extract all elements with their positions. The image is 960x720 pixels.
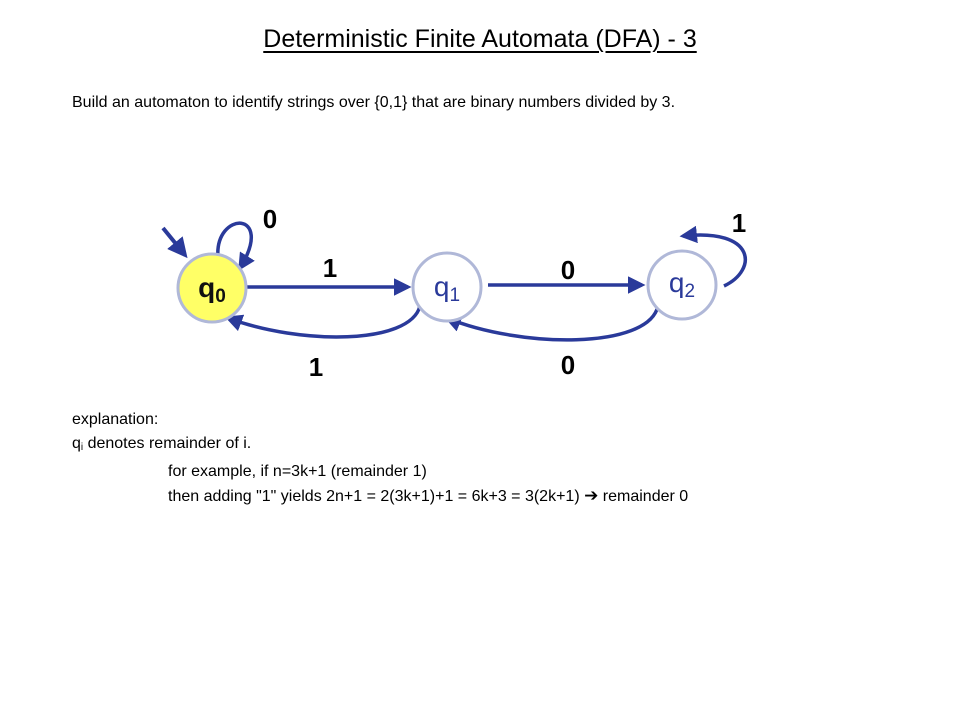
start-arrow	[161, 226, 188, 259]
state-q2-label: q2	[669, 267, 695, 302]
state-q1-label: q1	[434, 271, 460, 306]
explanation-line-3: then adding "1" yields 2n+1 = 2(3k+1)+1 …	[72, 484, 688, 509]
explanation-q: q	[72, 435, 81, 452]
transition-q1-q0	[224, 305, 422, 339]
state-q2: q2	[646, 249, 718, 321]
right-arrow-icon: ➔	[584, 486, 599, 505]
slide-title-text: Deterministic Finite Automata (DFA) - 3	[263, 25, 697, 53]
transition-q0-q0	[216, 221, 255, 271]
state-q2-circle	[646, 249, 718, 321]
edge-label-q2-q1: 0	[561, 350, 575, 380]
state-q1-circle	[411, 251, 483, 323]
edge-label-q1-q0: 1	[309, 352, 323, 382]
problem-statement: Build an automaton to identify strings o…	[72, 94, 676, 111]
explanation: explanation: qi denotes remainder of i. …	[72, 408, 688, 509]
edge-label-q1-q2: 0	[561, 255, 575, 285]
edge-label-q2-q2: 1	[732, 208, 746, 238]
state-q0: q0	[176, 252, 248, 324]
state-q0-circle	[176, 252, 248, 324]
explanation-line-1: qi denotes remainder of i.	[72, 432, 688, 460]
edge-label-q0-q1: 1	[323, 253, 337, 283]
transition-q2-q2	[679, 225, 748, 288]
explanation-line-1-text: denotes remainder of i.	[83, 435, 252, 452]
explanation-q-subscript: i	[80, 442, 84, 453]
explanation-heading: explanation:	[72, 411, 159, 428]
state-q1: q1	[411, 251, 483, 323]
slide-title: Deterministic Finite Automata (DFA) - 3	[0, 22, 960, 56]
explanation-line-3-before: then adding "1" yields 2n+1 = 2(3k+1)+1 …	[168, 488, 585, 505]
state-q0-label: q0	[198, 272, 226, 307]
explanation-line-3-after: remainder 0	[598, 488, 689, 505]
explanation-line-2: for example, if n=3k+1 (remainder 1)	[168, 463, 427, 480]
edge-label-q0-q0: 0	[263, 204, 277, 234]
transition-q2-q1	[443, 305, 660, 342]
